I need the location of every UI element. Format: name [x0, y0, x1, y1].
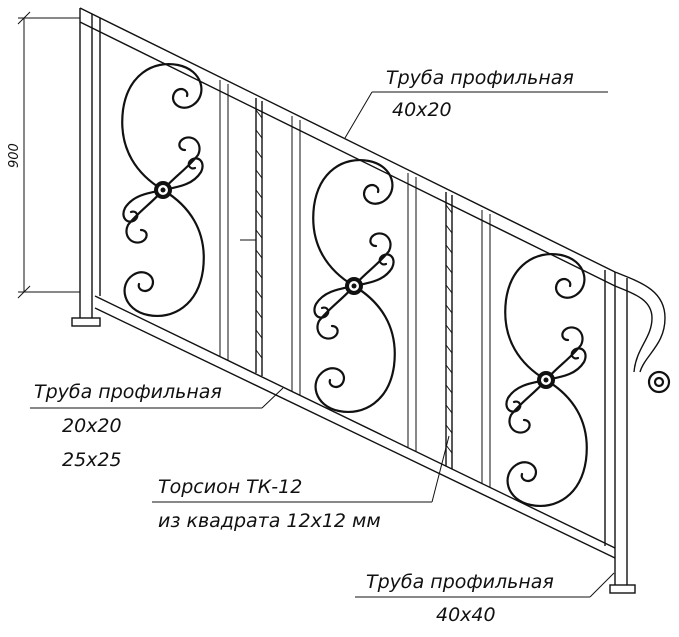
scroll-panel-3 — [504, 252, 588, 508]
height-dimension: 900 — [7, 11, 80, 299]
label-torsion-line1: Торсион ТК-12 — [158, 476, 302, 498]
label-top-rail: Труба профильная 40х20 — [344, 67, 608, 139]
label-post-line1: Труба профильная — [366, 571, 554, 593]
torsion-bars — [240, 98, 453, 469]
label-torsion: Торсион ТК-12 из квадрата 12х12 мм — [152, 435, 450, 532]
scroll-panel-2 — [312, 158, 396, 414]
scroll-panels — [121, 62, 671, 508]
label-balusters-line2: 20х20 — [62, 415, 122, 437]
label-balusters-line3: 25х25 — [62, 449, 122, 471]
bottom-rail — [94, 295, 616, 559]
balusters — [219, 80, 491, 487]
label-post-line2: 40х40 — [436, 604, 496, 626]
scroll-panel-1 — [121, 62, 205, 318]
label-post: Труба профильная 40х40 — [355, 571, 615, 626]
label-balusters-line1: Труба профильная — [34, 381, 222, 403]
label-torsion-line2: из квадрата 12х12 мм — [158, 510, 381, 532]
label-top-rail-line1: Труба профильная — [386, 67, 574, 89]
label-balusters: Труба профильная 20х20 25х25 — [30, 381, 284, 471]
left-post — [71, 8, 101, 327]
top-handrail — [79, 7, 666, 373]
height-dimension-value: 900 — [7, 143, 22, 168]
right-post — [604, 270, 636, 594]
label-top-rail-line2: 40х20 — [392, 99, 452, 121]
